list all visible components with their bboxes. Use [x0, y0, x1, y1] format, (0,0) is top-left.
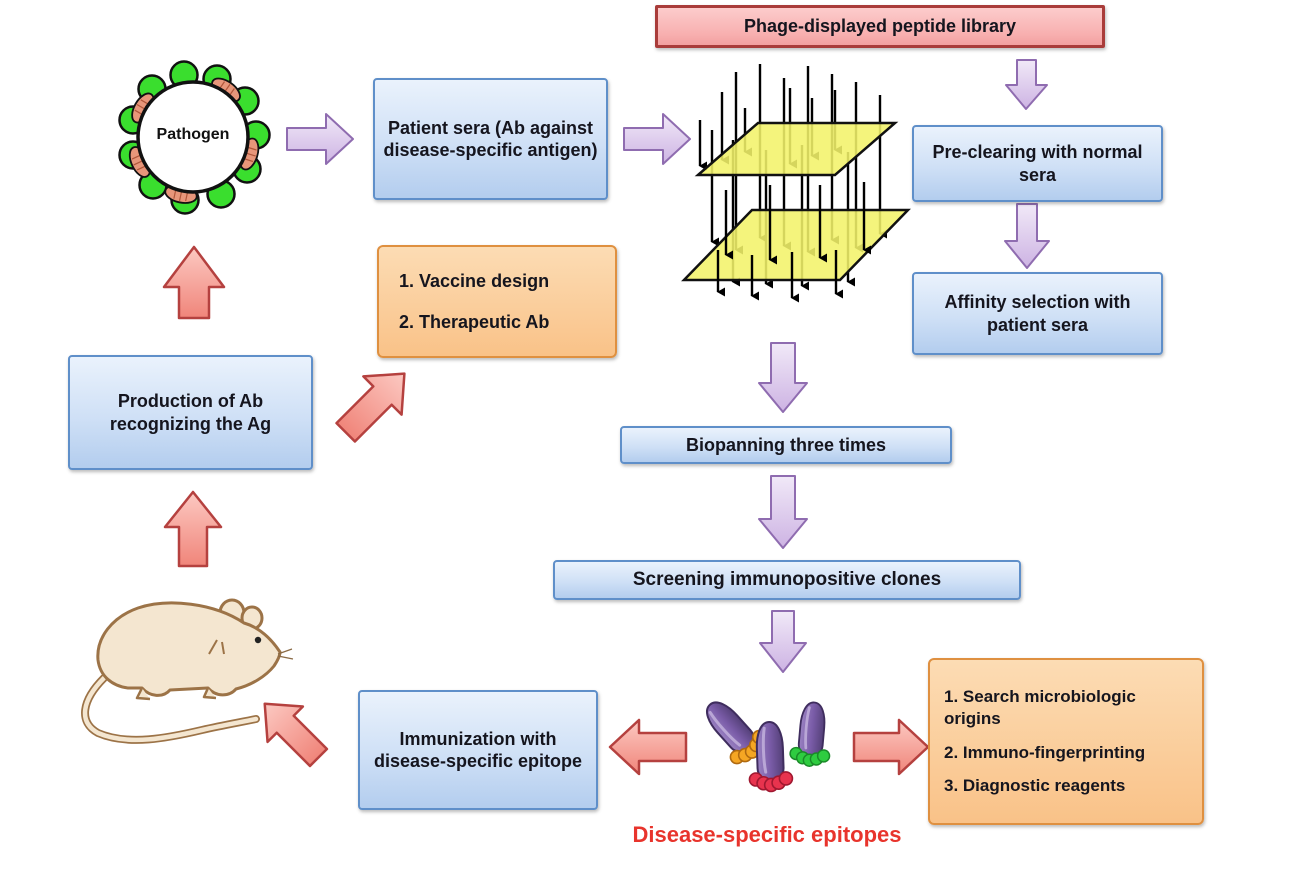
immunization-label: Immunization with disease-specific epito…: [373, 728, 583, 772]
box-vaccine-applications: 1. Vaccine design 2. Therapeutic Ab: [377, 245, 617, 358]
epitopes-caption: Disease-specific epitopes: [632, 822, 902, 847]
arrow-epitopes-to-immunization: [608, 718, 688, 776]
arrow-immunization-to-mouse: [263, 702, 329, 768]
box-pre-clearing: Pre-clearing with normal sera: [912, 125, 1163, 202]
diagnostic-item-1: 1. Search microbiologic origins: [944, 687, 1136, 729]
vaccine-item-2: 2. Therapeutic Ab: [399, 311, 550, 332]
diagnostic-item-3: 3. Diagnostic reagents: [944, 775, 1126, 795]
phage-red: [748, 721, 794, 793]
vaccine-item-1: 1. Vaccine design: [399, 271, 550, 291]
arrow-production-to-pathogen: [162, 245, 226, 320]
box-production: Production of Ab recognizing the Ag: [68, 355, 313, 470]
phage-green: [789, 701, 831, 767]
arrow-epitopes-to-diagnostic: [852, 718, 930, 776]
arrow-library-to-preclearing: [1005, 59, 1048, 110]
arrow-patient-sera-to-plates: [623, 113, 691, 165]
box-biopanning: Biopanning three times: [620, 426, 952, 464]
pathogen-label: Pathogen: [156, 126, 230, 143]
phage-library-label: Phage-displayed peptide library: [743, 16, 1017, 37]
box-patient-sera: Patient sera (Ab against disease-specifi…: [373, 78, 608, 200]
biopanning-label: Biopanning three times: [685, 434, 887, 455]
production-label: Production of Ab recognizing the Ag: [109, 391, 272, 434]
box-diagnostic-applications: 1. Search microbiologic origins 2. Immun…: [928, 658, 1204, 825]
affinity-selection-label: Affinity selection with patient sera: [944, 292, 1131, 335]
pathogen-illustration: [118, 60, 271, 215]
arrow-production-to-vaccine: [335, 372, 406, 443]
arrow-mouse-to-production: [163, 490, 223, 568]
arrow-pathogen-to-patient-sera: [286, 113, 354, 165]
box-affinity-selection: Affinity selection with patient sera: [912, 272, 1163, 355]
arrow-biopanning-to-screening: [758, 475, 808, 549]
diagnostic-item-2: 2. Immuno-fingerprinting: [944, 742, 1146, 762]
arrow-plates-to-biopanning: [758, 342, 808, 413]
patient-sera-label: Patient sera (Ab against disease-specifi…: [383, 117, 598, 161]
box-phage-library: Phage-displayed peptide library: [655, 5, 1105, 48]
arrow-preclearing-to-affinity: [1004, 203, 1050, 269]
mouse-illustration: [81, 598, 294, 744]
screening-label: Screening immunopositive clones: [632, 569, 942, 591]
box-immunization: Immunization with disease-specific epito…: [358, 690, 598, 810]
box-screening: Screening immunopositive clones: [553, 560, 1021, 600]
plates-illustration: [681, 64, 911, 303]
pre-clearing-label: Pre-clearing with normal sera: [932, 142, 1143, 185]
arrow-screening-to-epitopes: [759, 610, 807, 673]
phage-epitopes-illustration: [706, 701, 831, 793]
